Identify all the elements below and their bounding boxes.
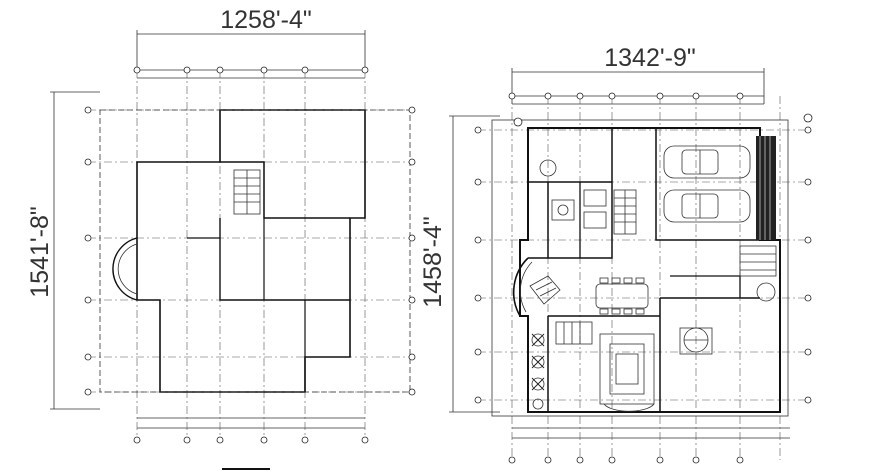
living-sofa-set bbox=[599, 333, 655, 412]
dining-table bbox=[595, 277, 649, 315]
outer-steps bbox=[739, 245, 777, 277]
right-plan-width-dimension: 1342'-9" bbox=[604, 44, 696, 72]
bathroom-fixtures bbox=[551, 189, 607, 229]
left-floor-plan: 1258'-4" 1541'-8" bbox=[26, 6, 416, 470]
stair-lower bbox=[555, 321, 593, 345]
left-plan-height-dimension: 1541'-8" bbox=[26, 206, 54, 298]
round-table bbox=[679, 327, 713, 355]
entrance-ramp bbox=[529, 275, 561, 305]
car-top bbox=[663, 145, 751, 179]
plants bbox=[531, 159, 776, 410]
right-floor-plan: 1342'-9" 1458'-4" bbox=[419, 44, 813, 464]
stair bbox=[613, 189, 637, 235]
right-plan-height-dimension: 1458'-4" bbox=[419, 216, 447, 308]
garage-door bbox=[756, 136, 776, 240]
left-plan-width-dimension: 1258'-4" bbox=[220, 6, 312, 34]
car-bottom bbox=[663, 189, 751, 223]
